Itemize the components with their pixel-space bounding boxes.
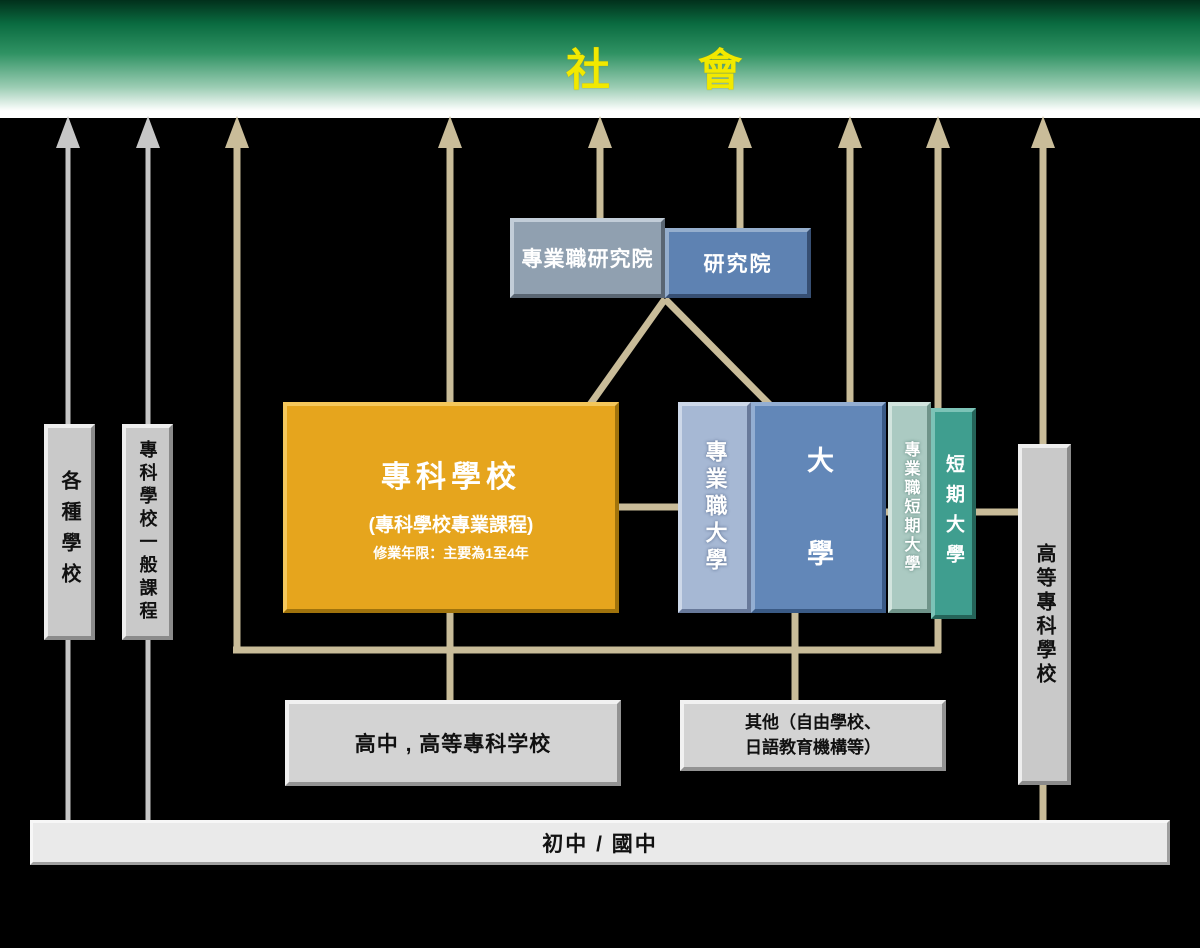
box-specialized-training-general-course: 專科學校一般課程 — [122, 424, 173, 640]
box-junior-high-school: 初中 / 國中 — [30, 820, 1170, 865]
up-arrow-icons-gray — [56, 116, 160, 148]
box-university: 大 學 — [751, 402, 886, 613]
university-label: 大 學 — [803, 445, 833, 570]
others-label-line2: 日語教育機構等） — [745, 737, 881, 757]
specialized-training-college-title: 專科學校 — [381, 461, 521, 494]
others-label-line1: 其他（自由學校、 — [745, 712, 881, 732]
box-others: 其他（自由學校、 日語教育機構等） — [680, 700, 946, 771]
society-banner: 社 會 — [0, 0, 1200, 118]
box-professional-graduate-school: 專業職研究院 — [510, 218, 665, 298]
professional-junior-college-label: 專業職短期大學 — [901, 441, 919, 574]
box-professional-junior-college: 專業職短期大學 — [888, 402, 931, 613]
specialized-training-college-subtitle: (專科學校專業課程) — [368, 515, 534, 536]
box-miscellaneous-schools: 各種學校 — [44, 424, 95, 640]
up-arrow-icons-tan — [225, 116, 1055, 148]
miscellaneous-schools-label: 各種學校 — [58, 470, 80, 594]
junior-high-school-label: 初中 / 國中 — [542, 832, 658, 856]
professional-university-label: 專業職大學 — [702, 440, 728, 575]
specialized-training-college-note: 修業年限：主要為1至4年 — [373, 545, 529, 561]
box-college-of-technology: 高等專科學校 — [1018, 444, 1071, 785]
box-junior-college: 短期大學 — [931, 408, 976, 619]
society-title: 社 會 — [566, 46, 742, 95]
box-professional-university: 專業職大學 — [678, 402, 751, 613]
professional-graduate-school-label: 專業職研究院 — [521, 248, 654, 271]
box-graduate-school: 研究院 — [665, 228, 811, 298]
specialized-training-general-course-label: 專科學校一般課程 — [137, 440, 158, 624]
box-high-school: 高中 , 高等專科学校 — [285, 700, 621, 786]
junior-college-label: 短期大學 — [943, 453, 964, 574]
high-school-label: 高中 , 高等專科学校 — [354, 733, 552, 756]
college-of-technology-label: 高等專科學校 — [1033, 542, 1055, 687]
graduate-school-label: 研究院 — [703, 253, 773, 276]
box-specialized-training-college: 專科學校 (專科學校專業課程) 修業年限：主要為1至4年 — [283, 402, 619, 613]
